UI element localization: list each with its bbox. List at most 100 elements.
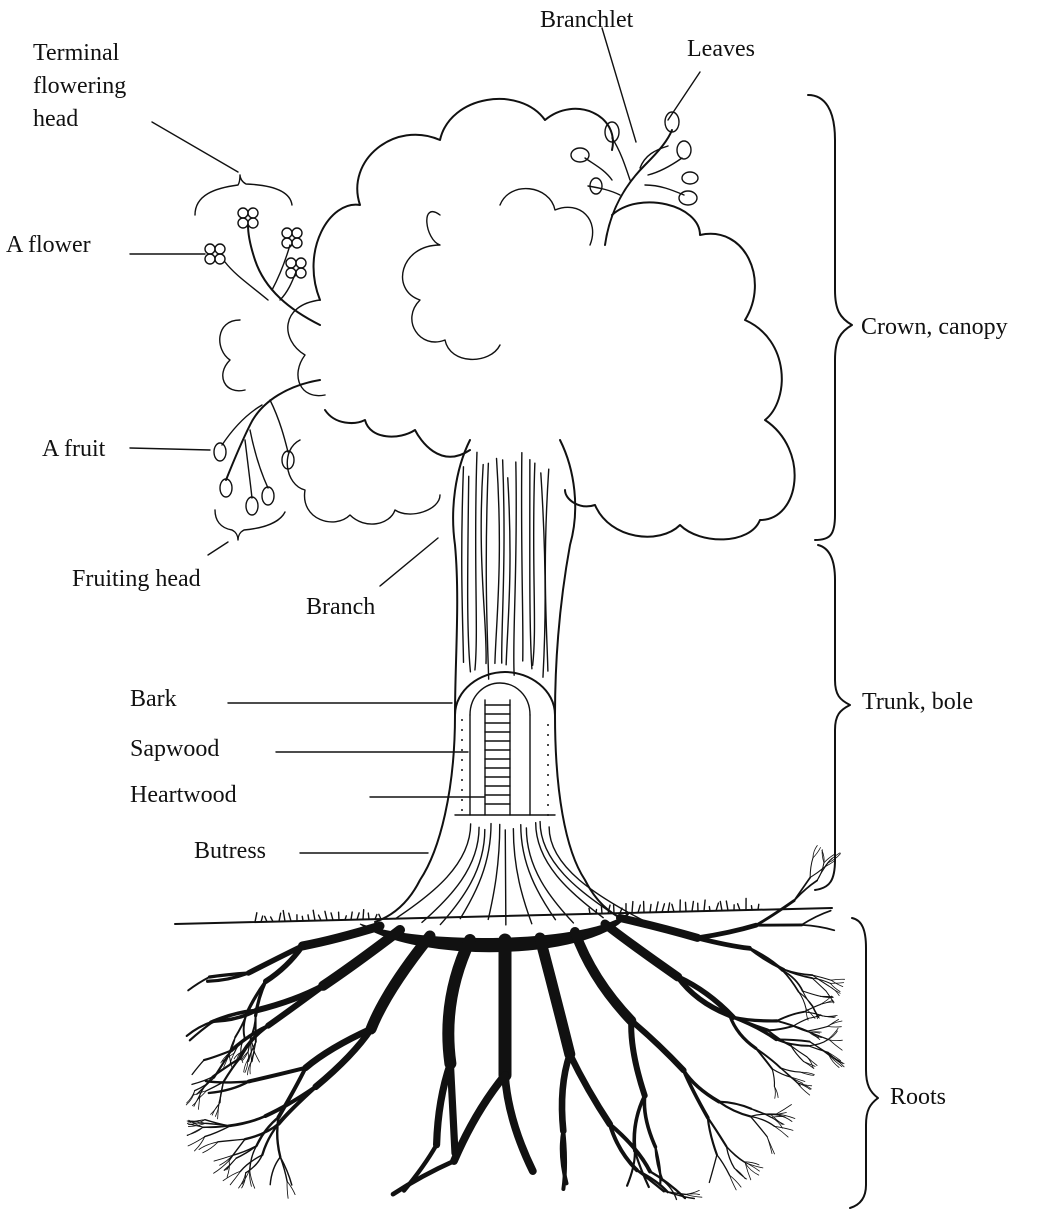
- flower-icons: [205, 208, 306, 278]
- grass-blade: [255, 913, 257, 922]
- root-segment: [726, 1146, 744, 1161]
- trunk-outline: [375, 440, 630, 922]
- bark-dot: [461, 769, 463, 771]
- grass-blade: [751, 906, 752, 910]
- root-segment: [255, 1052, 260, 1062]
- root-segment: [829, 1040, 842, 1050]
- root-segment: [751, 1116, 768, 1136]
- root-segment: [206, 1081, 249, 1082]
- root-segment: [698, 938, 750, 948]
- bark-dot: [547, 764, 549, 766]
- root-segment: [768, 1026, 794, 1030]
- bark-dot: [461, 759, 463, 761]
- root-segment: [203, 1126, 230, 1127]
- label-crown-canopy: Crown, canopy: [861, 314, 1008, 340]
- root-segment: [218, 1139, 245, 1142]
- bark-stroke: [481, 465, 486, 664]
- bark-stroke: [468, 476, 471, 671]
- bark-dot: [461, 749, 463, 751]
- grass-blade: [283, 911, 285, 922]
- label-fruiting-head: Fruiting head: [72, 566, 201, 592]
- bark-dot: [547, 794, 549, 796]
- root-segment: [772, 1069, 774, 1087]
- root-segment: [750, 948, 784, 969]
- label-trunk-bole: Trunk, bole: [862, 689, 973, 715]
- bark-dot: [547, 784, 549, 786]
- grass-blade: [650, 904, 651, 912]
- root-segment: [678, 977, 730, 1015]
- label-sapwood: Sapwood: [130, 736, 219, 762]
- grass-blade: [709, 907, 710, 911]
- label-a-fruit: A fruit: [42, 436, 106, 462]
- grass-blade: [726, 901, 728, 910]
- root-segment: [540, 938, 570, 1054]
- root-segment: [810, 858, 813, 878]
- bark-dot: [461, 739, 463, 741]
- root-segment: [831, 979, 844, 980]
- root-segment: [775, 1126, 789, 1137]
- buttress-stroke: [526, 828, 573, 923]
- grass-blade: [279, 913, 281, 921]
- label-terminal-line-3: head: [33, 106, 78, 132]
- grass-blade: [325, 911, 327, 920]
- root-segment: [631, 1021, 683, 1071]
- root-segment: [810, 867, 824, 877]
- trunk-drawing: [375, 440, 646, 925]
- bark-stroke: [462, 467, 464, 662]
- grass-blade: [632, 902, 633, 913]
- root-segment: [575, 932, 631, 1021]
- root-segment: [199, 1142, 218, 1150]
- root-segment: [807, 1026, 827, 1031]
- root-segment: [505, 1075, 533, 1171]
- root-segment: [767, 1137, 772, 1154]
- root-segment: [562, 1054, 570, 1131]
- grass-blade: [716, 903, 718, 911]
- grass-blade: [738, 904, 740, 911]
- root-segment: [214, 1161, 230, 1174]
- grass-blade: [720, 901, 722, 910]
- leaves-group: [571, 112, 698, 205]
- bark-dot: [547, 774, 549, 776]
- root-segment: [454, 1075, 505, 1161]
- grass-blade: [692, 901, 693, 911]
- root-segment: [250, 1170, 255, 1188]
- bark-dot: [461, 789, 463, 791]
- root-segment: [709, 1155, 717, 1183]
- root-segment: [448, 940, 470, 1064]
- root-segment: [270, 1157, 280, 1185]
- grass-blade: [638, 905, 640, 913]
- label-branch: Branch: [306, 594, 375, 620]
- bark-dot: [547, 724, 549, 726]
- bark-dot: [547, 744, 549, 746]
- root-segment: [828, 1028, 838, 1039]
- bark-stroke: [533, 463, 535, 665]
- grass-blade: [368, 913, 369, 919]
- root-segment: [450, 1064, 455, 1154]
- grass-blade: [331, 913, 333, 920]
- label-leaves: Leaves: [687, 36, 755, 62]
- bark-dot: [461, 799, 463, 801]
- root-segment: [686, 1194, 700, 1195]
- root-segment: [188, 977, 209, 990]
- label-heartwood: Heartwood: [130, 782, 237, 808]
- grass-blade: [758, 904, 759, 909]
- fruiting-head-drawing: [214, 380, 320, 540]
- root-segment: [802, 911, 831, 925]
- bark-dot: [461, 779, 463, 781]
- root-segment: [756, 901, 794, 926]
- root-segment: [828, 1026, 842, 1027]
- ground-line: [175, 898, 832, 924]
- root-segment: [774, 1086, 775, 1098]
- label-a-flower: A flower: [6, 232, 91, 258]
- grass-blade: [662, 904, 664, 912]
- root-segment: [802, 925, 835, 930]
- root-segment: [287, 1181, 288, 1198]
- root-segment: [730, 1175, 737, 1190]
- bark-stroke: [522, 453, 523, 661]
- root-segment: [777, 1012, 804, 1021]
- bark-stroke: [475, 452, 477, 670]
- leader-lines: [130, 28, 700, 853]
- root-segment: [306, 1029, 372, 1068]
